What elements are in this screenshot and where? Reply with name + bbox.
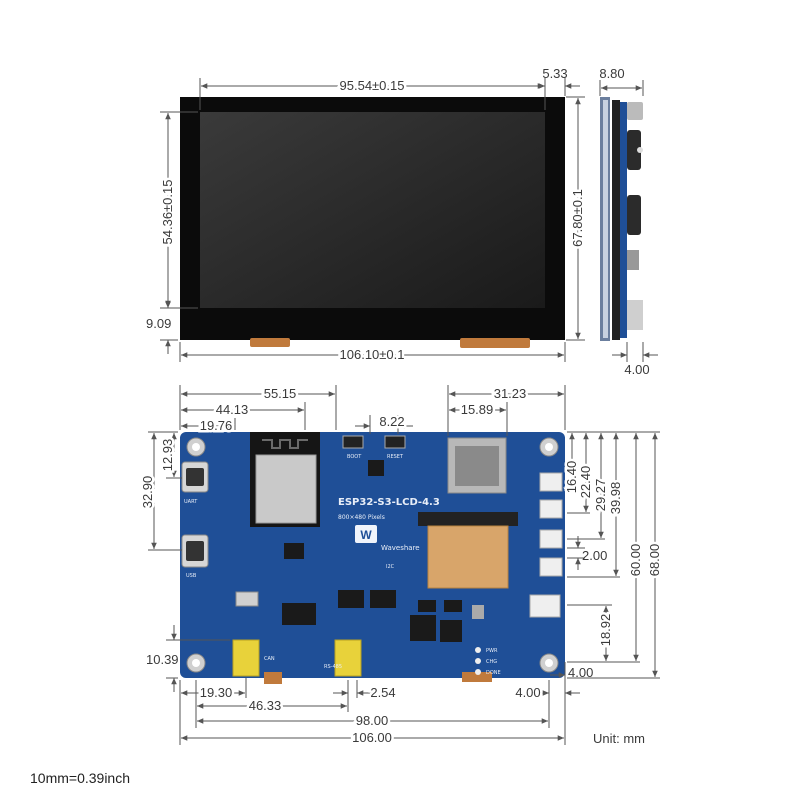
dim-46-33: 46.33 xyxy=(249,698,282,713)
silk-chg: CHG xyxy=(486,659,497,665)
silk-done: DONE xyxy=(486,670,501,676)
silk-brand: Waveshare xyxy=(381,544,420,552)
dim-68-00: 68.00 xyxy=(647,544,662,577)
dim-width xyxy=(179,342,566,362)
connector-io xyxy=(539,529,563,549)
svg-text:W: W xyxy=(360,528,372,542)
dim-8-22: 8.22 xyxy=(379,414,404,429)
dim-bezel-right xyxy=(530,78,580,96)
dim-44-13: 44.13 xyxy=(216,402,249,417)
silk-boot: BOOT xyxy=(347,454,362,460)
dim-19-76: 19.76 xyxy=(200,418,233,433)
silk-reset: RESET xyxy=(387,454,404,460)
dim-29-27: 29.27 xyxy=(593,479,608,512)
connector-uart xyxy=(539,557,563,577)
silk-usb: USB xyxy=(186,573,197,579)
side-lcd-body xyxy=(612,100,620,340)
dim-18-92: 18.92 xyxy=(598,614,613,647)
dim-bezel-bottom-label: 9.09 xyxy=(146,316,171,331)
dim-side-depth-label: 4.00 xyxy=(624,362,649,377)
reset-button[interactable] xyxy=(384,435,406,449)
led-chg xyxy=(475,658,481,664)
connector-sensor xyxy=(539,472,563,492)
dim-32-90: 32.90 xyxy=(140,476,155,509)
can-terminal xyxy=(232,639,260,677)
waveshare-logo xyxy=(355,525,377,543)
dim-thickness xyxy=(599,80,644,96)
dim-height-label: 67.80±0.1 xyxy=(570,189,585,247)
fpc-tab-left xyxy=(250,338,290,347)
led-pwr xyxy=(475,647,481,653)
dim-39-98: 39.98 xyxy=(608,482,623,515)
ic-1 xyxy=(282,603,316,625)
dim-height xyxy=(566,96,585,341)
dim-55-15: 55.15 xyxy=(264,386,297,401)
silk-board-name: ESP32-S3-LCD-4.3 xyxy=(338,497,440,508)
lcd-screen xyxy=(200,112,545,308)
side-connector-2 xyxy=(627,250,639,270)
side-usb-c-1 xyxy=(627,130,641,170)
silk-can: CAN xyxy=(264,656,275,662)
conversion-note: 10mm=0.39inch xyxy=(30,770,131,786)
dim-bezel-bottom xyxy=(160,294,178,354)
dim-thickness-label: 8.80 xyxy=(599,66,624,81)
dim-screen-width-label: 95.54±0.15 xyxy=(340,78,405,93)
dim-31-23: 31.23 xyxy=(494,386,527,401)
dim-15-89: 15.89 xyxy=(461,402,494,417)
side-connector-1 xyxy=(627,102,643,120)
dim-60-00: 60.00 xyxy=(628,544,643,577)
side-glass-highlight xyxy=(603,100,608,338)
rs485-terminal xyxy=(334,639,362,677)
dim-98-00: 98.00 xyxy=(356,713,389,728)
dim-12-93: 12.93 xyxy=(160,439,175,472)
side-usb-c-2 xyxy=(627,195,641,235)
dim-16-40: 16.40 xyxy=(564,461,579,494)
pcb-board: W ESP32-S3-LCD-4.3 800×480 Pixels Wavesh… xyxy=(180,432,565,684)
connector-i2c xyxy=(539,499,563,519)
dim-2-54: 2.54 xyxy=(370,685,395,700)
dim-4-00-right: 4.00 xyxy=(568,665,593,680)
led-done xyxy=(475,669,481,675)
dim-side-depth xyxy=(612,342,658,362)
side-pcb xyxy=(620,102,627,338)
dim-screen-height xyxy=(160,111,198,309)
pcb-dim-lines xyxy=(148,385,660,745)
boot-button[interactable] xyxy=(342,435,364,449)
dim-106-00: 106.00 xyxy=(352,730,392,745)
silk-pwr: PWR xyxy=(486,648,498,654)
lcd-side-view xyxy=(600,97,643,341)
dim-width-label: 106.10±0.1 xyxy=(340,347,405,362)
dim-10-39: 10.39 xyxy=(146,652,179,667)
fpc-tab-right xyxy=(460,338,530,348)
dim-screen-width xyxy=(199,78,546,110)
lcd-front-view xyxy=(180,97,565,348)
esp32-s3-module xyxy=(255,454,317,524)
dim-bezel-right-label: 5.33 xyxy=(542,66,567,81)
dim-19-30: 19.30 xyxy=(200,685,233,700)
side-screw xyxy=(637,147,643,153)
dim-22-40: 22.40 xyxy=(578,466,593,499)
silk-rs485: RS-485 xyxy=(324,664,342,670)
dim-2-00: 2.00 xyxy=(582,548,607,563)
silk-uart: UART xyxy=(184,499,198,505)
silk-io: I2C xyxy=(386,564,395,570)
dim-4-00-bottom: 4.00 xyxy=(515,685,540,700)
fpc-connector xyxy=(418,512,518,526)
side-connector-3 xyxy=(627,300,643,330)
fpc-ribbon xyxy=(428,526,508,588)
unit-label: Unit: mm xyxy=(593,731,645,746)
dim-screen-height-label: 54.36±0.15 xyxy=(160,180,175,245)
connector-battery xyxy=(529,594,561,618)
silk-resolution: 800×480 Pixels xyxy=(338,514,385,521)
